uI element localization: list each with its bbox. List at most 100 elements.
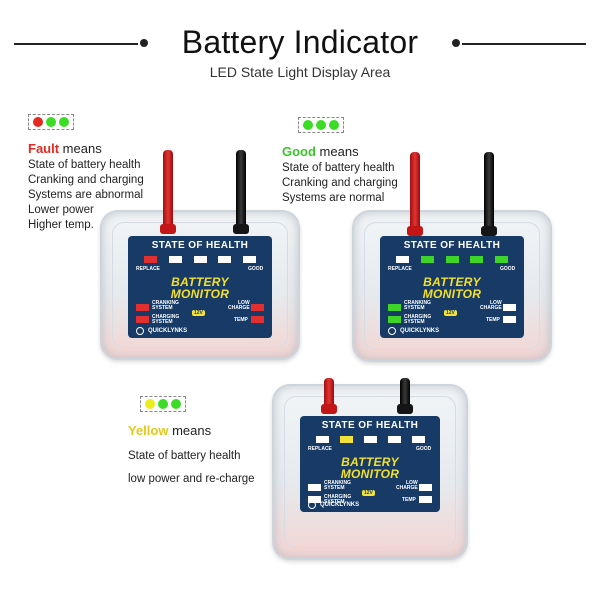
state-of-health-label: STATE OF HEALTH <box>321 420 419 431</box>
led-green-icon <box>171 399 181 409</box>
header-rule-left <box>14 43 138 45</box>
cranking-system-label: CRANKING SYSTEM <box>324 480 351 491</box>
soh-led-3 <box>363 436 377 443</box>
header-dot-left <box>140 39 148 47</box>
temp-led <box>251 316 264 323</box>
legend-line: State of battery health <box>128 450 241 462</box>
legend-line: Cranking and charging <box>28 174 144 186</box>
legend-good-keyword: Good <box>282 144 316 159</box>
state-of-health-label: STATE OF HEALTH <box>403 240 501 251</box>
replace-label: REPLACE <box>388 266 412 272</box>
good-label: GOOD <box>248 266 264 272</box>
brand-logo-icon <box>136 327 144 335</box>
low-charge-led <box>503 304 516 311</box>
legend-line: State of battery health <box>282 162 395 174</box>
legend-line: Systems are normal <box>282 192 385 204</box>
soh-led-5 <box>243 256 257 263</box>
led-green-icon <box>158 399 168 409</box>
legend-fault-heading: Fault means <box>28 141 102 156</box>
legend-good-description: State of battery health Cranking and cha… <box>282 161 398 206</box>
legend-yellow-heading: Yellow means <box>128 423 211 438</box>
soh-led-2 <box>339 436 353 443</box>
battery-monitor-title: MONITOR <box>170 287 230 301</box>
battery-monitor-title: MONITOR <box>340 467 400 481</box>
replace-label: REPLACE <box>136 266 160 272</box>
good-label: GOOD <box>416 446 432 452</box>
legend-line: Lower power <box>28 204 94 216</box>
legend-fault-keyword: Fault <box>28 141 60 156</box>
charging-system-led <box>308 496 321 503</box>
legend-line: Higher temp. <box>28 219 94 231</box>
soh-led-2 <box>420 256 434 263</box>
temp-label: TEMP <box>486 317 500 323</box>
soh-led-4 <box>387 436 401 443</box>
header: Battery Indicator <box>0 24 600 64</box>
soh-led-3 <box>445 256 459 263</box>
test-lead-negative-icon <box>233 150 249 234</box>
state-of-health-label: STATE OF HEALTH <box>151 240 249 251</box>
test-lead-positive-icon <box>160 150 176 234</box>
replace-label: REPLACE <box>308 446 332 452</box>
brand-logo-icon <box>308 501 316 509</box>
temp-led <box>419 496 432 503</box>
cranking-system-led <box>136 304 149 311</box>
soh-led-5 <box>411 436 425 443</box>
battery-monitor-title: BATTERY <box>423 275 481 289</box>
test-lead-negative-icon <box>481 152 497 236</box>
legend-yellow-description: State of battery health low power and re… <box>128 445 255 491</box>
led-red-icon <box>33 117 43 127</box>
test-lead-clip-icon <box>481 226 497 236</box>
temp-led <box>503 316 516 323</box>
battery-monitor-title: MONITOR <box>422 287 482 301</box>
test-lead-clip-icon <box>407 226 423 236</box>
soh-led-4 <box>470 256 484 263</box>
soh-led-2 <box>168 256 182 263</box>
good-label: GOOD <box>500 266 516 272</box>
soh-led-4 <box>218 256 232 263</box>
test-lead-clip-icon <box>321 404 337 414</box>
charging-system-label: CHARGING SYSTEM <box>404 314 432 325</box>
battery-monitor-title: BATTERY <box>171 275 229 289</box>
test-lead-positive-icon <box>407 152 423 236</box>
test-lead-clip-icon <box>160 224 176 234</box>
brand-logo-icon <box>388 327 396 335</box>
page-title: Battery Indicator <box>181 24 419 60</box>
charging-system-label: CHARGING SYSTEM <box>152 314 180 325</box>
test-lead-clip-icon <box>397 404 413 414</box>
soh-led-1 <box>395 256 409 263</box>
voltage-badge: 12V <box>192 310 205 316</box>
voltage-badge: 12V <box>444 310 457 316</box>
battery-monitor-title: BATTERY <box>341 455 399 469</box>
legend-yellow-leds <box>140 396 186 412</box>
page-subtitle: LED State Light Display Area <box>209 64 391 80</box>
temp-label: TEMP <box>234 317 248 323</box>
brand-name: QUICKLYNKS <box>400 328 440 334</box>
legend-good-suffix: means <box>315 144 359 159</box>
legend-fault-suffix: means <box>59 141 102 156</box>
soh-led-5 <box>495 256 509 263</box>
charging-system-label: CHARGING SYSTEM <box>324 494 352 505</box>
led-green-icon <box>329 120 339 130</box>
led-yellow-icon <box>145 399 155 409</box>
low-charge-label: LOW CHARGE <box>480 300 502 311</box>
test-lead-clip-icon <box>233 224 249 234</box>
legend-fault-description: State of battery health Cranking and cha… <box>28 158 144 233</box>
low-charge-led <box>251 304 264 311</box>
cranking-system-label: CRANKING SYSTEM <box>152 300 179 311</box>
soh-led-1 <box>143 256 157 263</box>
cranking-system-led <box>308 484 321 491</box>
device-case-inner <box>364 222 540 350</box>
header-dot-right <box>452 39 460 47</box>
low-charge-label: LOW CHARGE <box>396 480 418 491</box>
temp-label: TEMP <box>402 497 416 503</box>
legend-line: State of battery health <box>28 159 141 171</box>
soh-led-3 <box>193 256 207 263</box>
device-case-inner <box>284 396 456 548</box>
legend-good-leds <box>298 117 344 133</box>
header-rule-right <box>462 43 586 45</box>
legend-fault-leds <box>28 114 74 130</box>
led-green-icon <box>59 117 69 127</box>
